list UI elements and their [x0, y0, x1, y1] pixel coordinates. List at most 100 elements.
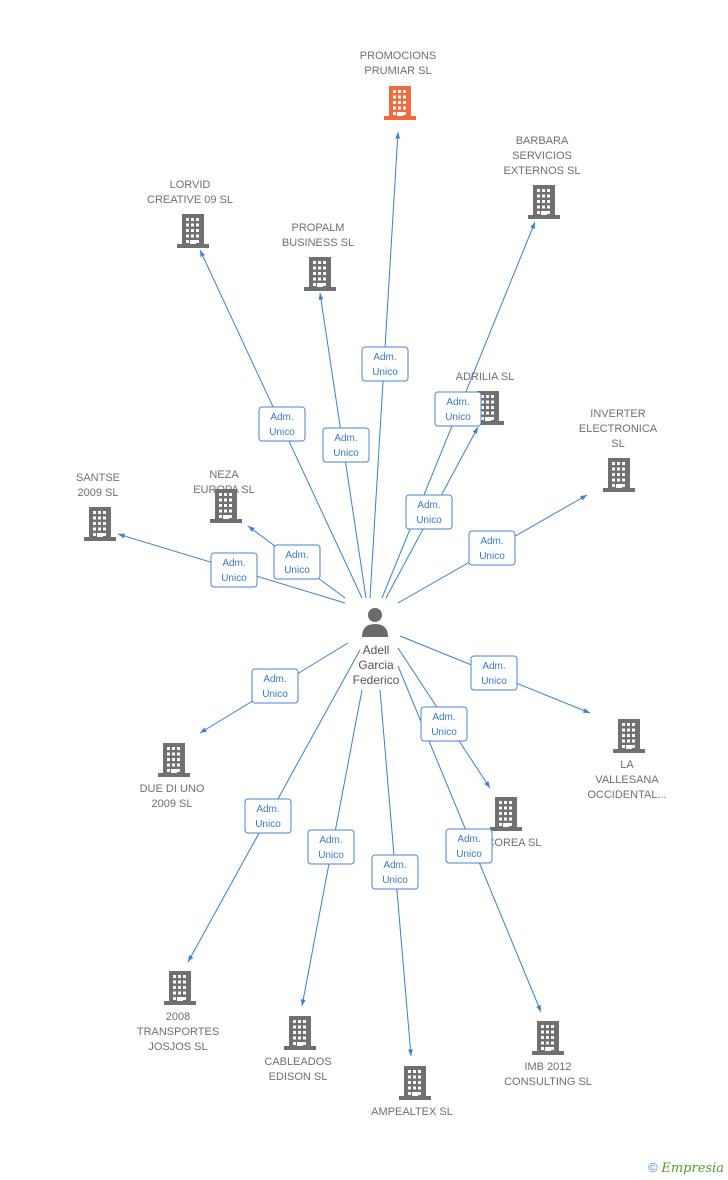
center-person-label-line: Garcia	[358, 658, 394, 672]
company-label-line: SANTSE	[76, 472, 120, 484]
role-label-text: Unico	[255, 819, 281, 830]
role-label-text: Adm.	[256, 804, 279, 815]
building-icon[interactable]	[84, 507, 116, 541]
role-label-text: Adm.	[270, 412, 293, 423]
role-label-lorvid-creative[interactable]: Adm. Unico	[258, 406, 306, 442]
role-label-text: Adm.	[480, 536, 503, 547]
company-node-ampealtex[interactable]: AMPEALTEX SL	[371, 1066, 453, 1118]
building-icon[interactable]	[490, 797, 522, 831]
arrowhead-adrilia	[472, 427, 478, 434]
role-label-text: Adm.	[285, 550, 308, 561]
company-label-line: VALLESANA	[595, 774, 659, 786]
company-label-line: ELECTRONICA	[579, 423, 658, 435]
company-label-line: OCCIDENTAL...	[587, 789, 666, 801]
role-label-transportes-josjos[interactable]: Adm. Unico	[244, 798, 292, 834]
company-label-line: TRANSPORTES	[137, 1026, 219, 1038]
role-label-text: Unico	[481, 676, 507, 687]
role-label-santse-2009[interactable]: Adm.Unico	[210, 552, 258, 588]
role-label-text: Adm.	[383, 860, 406, 871]
role-label-text: Unico	[269, 427, 295, 438]
building-icon[interactable]	[164, 971, 196, 1005]
company-label-line: 2009 SL	[152, 798, 193, 810]
company-label-line: LA	[620, 759, 634, 771]
arrowhead-ampealtex	[408, 1049, 413, 1056]
role-label-neza-europa[interactable]: Adm.Unico	[273, 544, 321, 580]
company-label-line: BUSINESS SL	[282, 237, 354, 249]
role-label-corea[interactable]: Adm.Unico	[420, 706, 468, 742]
company-label-line: IMB 2012	[524, 1061, 571, 1073]
role-label-text: Unico	[416, 515, 442, 526]
company-label-line: EXTERNOS SL	[503, 165, 580, 177]
role-label-text: Unico	[333, 448, 359, 459]
person-icon	[362, 608, 388, 637]
building-icon[interactable]	[472, 391, 504, 425]
arrowhead-due-di-uno	[200, 727, 207, 733]
company-label-line: DUE DI UNO	[140, 783, 205, 795]
copyright-symbol: ©	[648, 1160, 658, 1175]
arrowhead-inverter-electronica	[580, 495, 587, 501]
role-label-text: Adm.	[432, 712, 455, 723]
company-node-la-vallesana[interactable]: LA VALLESANA OCCIDENTAL...	[587, 719, 667, 801]
company-node-corea[interactable]: COREA SL	[486, 797, 542, 849]
role-label-imb-2012[interactable]: Adm. Unico	[445, 828, 493, 864]
company-label-line: AMPEALTEX SL	[371, 1106, 453, 1118]
role-label-text: Unico	[318, 850, 344, 861]
role-label-adrilia[interactable]: Adm. Unico	[405, 494, 453, 530]
company-node-adrilia[interactable]: ADRILIA SL	[456, 371, 515, 425]
role-label-propalm-business[interactable]: Adm.Unico	[322, 427, 370, 463]
role-label-text: Adm.	[482, 661, 505, 672]
role-label-ampealtex[interactable]: Adm.Unico	[371, 854, 419, 890]
brand-logo[interactable]: Empresia	[661, 1161, 724, 1176]
edges-layer	[117, 131, 591, 1057]
building-icon[interactable]	[210, 489, 242, 523]
building-icon[interactable]	[532, 1021, 564, 1055]
role-label-inverter-electronica[interactable]: Adm.Unico	[468, 530, 516, 566]
company-label-line: BARBARA	[516, 135, 569, 147]
role-label-text: Adm.	[457, 834, 480, 845]
building-icon[interactable]	[613, 719, 645, 753]
arrowhead-cableados-edison	[300, 999, 306, 1006]
role-label-promocions-prumiar[interactable]: Adm.Unico	[361, 346, 409, 382]
role-label-text: Unico	[445, 412, 471, 423]
company-label-line: 2008	[166, 1011, 190, 1023]
building-icon[interactable]	[528, 185, 560, 219]
role-label-text: Unico	[221, 573, 247, 584]
arrowhead-barbara-servicios	[530, 222, 535, 229]
building-icon[interactable]	[158, 743, 190, 777]
company-label-line: PROMOCIONS	[360, 50, 436, 62]
role-label-text: Unico	[456, 849, 482, 860]
arrowhead-propalm-business	[318, 293, 324, 300]
company-label-line: PROPALM	[292, 222, 345, 234]
role-label-cableados-edison[interactable]: Adm. Unico	[307, 829, 355, 865]
role-label-text: Adm.	[417, 500, 440, 511]
company-node-propalm-business[interactable]: PROPALM BUSINESS SL	[282, 222, 354, 291]
building-icon[interactable]	[384, 86, 416, 120]
role-label-text: Adm.	[319, 835, 342, 846]
arrowhead-lorvid-creative	[200, 250, 205, 257]
company-node-due-di-uno[interactable]: DUE DI UNO 2009 SL	[140, 743, 205, 810]
building-icon[interactable]	[177, 214, 209, 248]
building-icon[interactable]	[399, 1066, 431, 1100]
building-icon[interactable]	[284, 1016, 316, 1050]
company-label-line: CABLEADOS	[264, 1056, 331, 1068]
arrowhead-imb-2012	[536, 1005, 541, 1012]
role-label-barbara-servicios[interactable]: Adm.Unico	[434, 391, 482, 427]
role-label-due-di-uno[interactable]: Adm.Unico	[251, 668, 299, 704]
company-label-line: ADRILIA SL	[456, 371, 515, 383]
role-label-la-vallesana[interactable]: Adm. Unico	[470, 655, 518, 691]
building-icon[interactable]	[603, 458, 635, 492]
company-label-line: INVERTER	[590, 408, 645, 420]
building-icon[interactable]	[304, 257, 336, 291]
